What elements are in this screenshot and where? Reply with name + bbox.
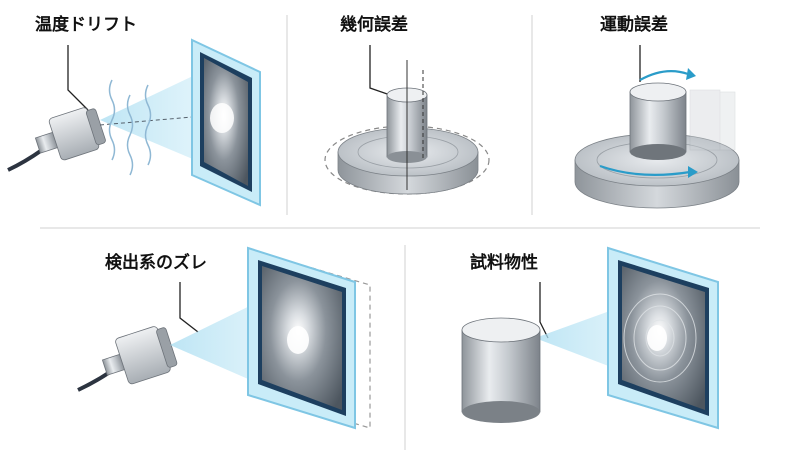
rotation-arrow-icon xyxy=(599,69,691,176)
label-sample-properties: 試料物性 xyxy=(470,252,538,273)
beam-axis xyxy=(99,114,216,126)
sample-cylinder xyxy=(629,82,687,160)
cable xyxy=(7,148,44,172)
panel-geometric-error: 幾何誤差 xyxy=(324,14,490,195)
motion-ghosts xyxy=(689,89,736,151)
sensor xyxy=(101,326,178,385)
leader-line xyxy=(67,45,89,111)
panel-sample-properties: 試料物性 xyxy=(461,246,719,430)
panel-dividers xyxy=(40,15,760,450)
leader-line xyxy=(179,282,199,333)
label-detector-misalignment: 検出系のズレ xyxy=(105,252,207,273)
heat-waves-icon xyxy=(108,79,152,176)
arrow-head-icon xyxy=(688,166,698,178)
label-geometric-error: 幾何誤差 xyxy=(340,14,408,35)
diffraction-rings xyxy=(623,293,697,383)
label-motion-error: 運動誤差 xyxy=(600,14,668,35)
panel-motion-error: 運動誤差 xyxy=(574,14,740,209)
sample-cylinder xyxy=(461,317,541,423)
leader-line xyxy=(369,45,391,96)
detector-screen xyxy=(191,38,261,207)
detector-screen xyxy=(247,246,356,430)
leader-line xyxy=(539,282,549,339)
sensor xyxy=(34,107,106,161)
panel-detector-misalignment: 検出系のズレ xyxy=(77,246,371,430)
panel-temperature-drift: 温度ドリフト xyxy=(7,14,261,207)
detector-screen xyxy=(607,246,719,430)
arrow-head-icon xyxy=(686,68,696,80)
label-temperature-drift: 温度ドリフト xyxy=(35,14,137,35)
rotary-stage xyxy=(574,133,740,209)
cable xyxy=(77,370,112,392)
